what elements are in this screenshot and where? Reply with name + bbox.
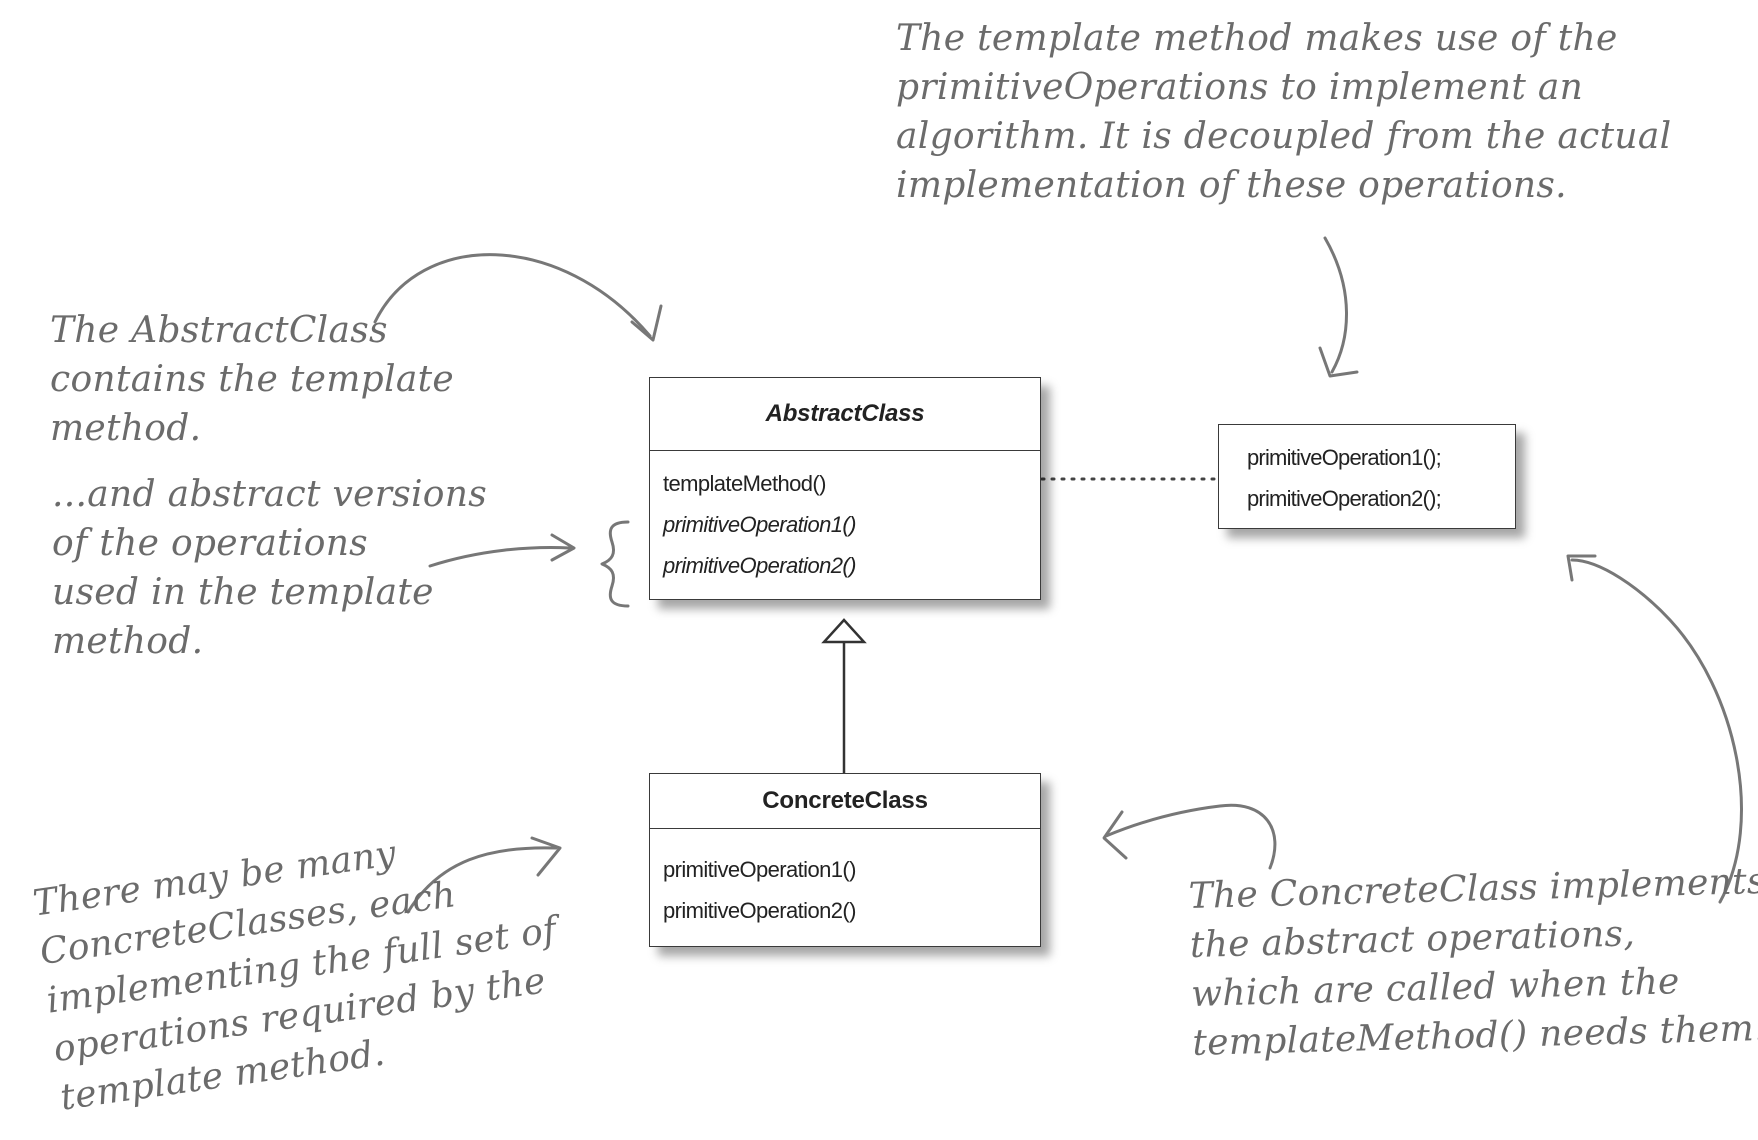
template-body-call-1: primitiveOperation1(); <box>1247 445 1442 470</box>
concrete-class-box: ConcreteClass primitiveOperation1() prim… <box>649 773 1041 947</box>
arrow-to-template-body-right-head <box>1566 554 1597 582</box>
abstract-class-box: AbstractClass templateMethod() primitive… <box>649 377 1041 600</box>
arrow-to-concrete-class <box>406 846 558 914</box>
arrow-from-concrete-note <box>1104 803 1277 870</box>
concrete-operation-primitive-1: primitiveOperation1() <box>663 857 856 882</box>
arrow-to-abstract-class <box>373 253 652 338</box>
inheritance-arrowhead <box>821 618 867 644</box>
concrete-class-name: ConcreteClass <box>650 774 1040 829</box>
note-abstract-versions: ...and abstract versions of the operatio… <box>52 474 488 662</box>
abstract-class-name: AbstractClass <box>650 378 1040 451</box>
arrow-to-abstract-class-head <box>630 304 663 342</box>
operation-primitive-2-abstract: primitiveOperation2() <box>663 553 856 578</box>
arrow-to-abstract-operations-head <box>550 533 576 562</box>
arrow-to-template-body-head <box>1318 346 1359 378</box>
abstract-operations-brace <box>600 520 630 608</box>
operation-template-method: templateMethod() <box>663 471 826 496</box>
arrow-to-abstract-operations <box>428 546 572 568</box>
note-abstract-class-contains-template: The AbstractClass contains the template … <box>50 310 454 449</box>
arrow-to-template-body <box>1323 236 1348 374</box>
arrow-to-template-body-right <box>1570 558 1743 904</box>
operation-primitive-1-abstract: primitiveOperation1() <box>663 512 856 537</box>
arrow-from-concrete-note-head <box>1102 810 1128 860</box>
arrow-to-concrete-class-head <box>530 836 562 877</box>
template-method-body-box: primitiveOperation1(); primitiveOperatio… <box>1218 424 1516 529</box>
note-concrete-class-implements: The ConcreteClass implements the abstrac… <box>1188 860 1758 1064</box>
template-body-call-2: primitiveOperation2(); <box>1247 486 1442 511</box>
note-template-method-uses-primitives: The template method makes use of the pri… <box>896 18 1672 206</box>
concrete-operation-primitive-2: primitiveOperation2() <box>663 898 856 923</box>
